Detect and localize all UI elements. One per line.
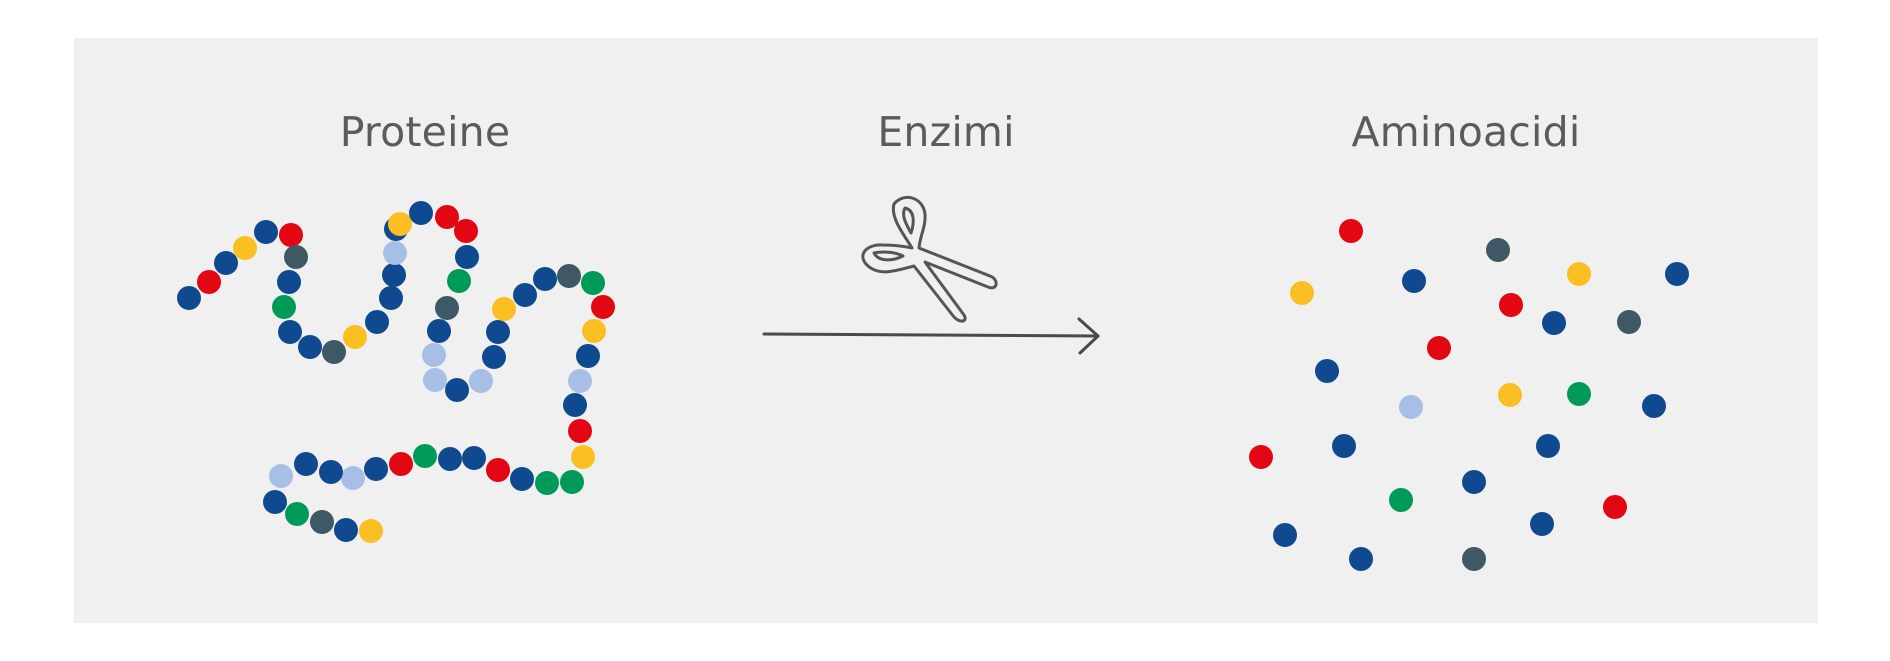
protein-residue <box>533 267 557 291</box>
protein-residue <box>427 319 451 343</box>
scissors-icon <box>861 195 998 323</box>
protein-residue <box>359 519 383 543</box>
protein-residue <box>233 236 257 260</box>
proteins-label: Proteine <box>339 108 511 156</box>
protein-residue <box>322 340 346 364</box>
protein-residue <box>469 369 493 393</box>
protein-residue <box>576 344 600 368</box>
protein-residue <box>462 446 486 470</box>
protein-residue <box>214 251 238 275</box>
amino-acid <box>1567 262 1591 286</box>
protein-residue <box>319 460 343 484</box>
protein-residue <box>285 502 309 526</box>
amino-acid <box>1290 281 1314 305</box>
protein-residue <box>343 325 367 349</box>
protein-residue <box>445 378 469 402</box>
protein-residue <box>455 245 479 269</box>
protein-residue <box>409 201 433 225</box>
protein-residue <box>563 393 587 417</box>
protein-residue <box>263 490 287 514</box>
protein-residue <box>365 310 389 334</box>
protein-residue <box>364 457 388 481</box>
protein-residue <box>388 212 412 236</box>
amino-acid <box>1642 394 1666 418</box>
protein-chain <box>177 201 615 543</box>
amino-acid <box>1462 470 1486 494</box>
protein-residue <box>492 297 516 321</box>
protein-residue <box>279 223 303 247</box>
amino-acid <box>1462 547 1486 571</box>
amino-acid <box>1332 434 1356 458</box>
protein-residue <box>413 444 437 468</box>
protein-residue <box>591 295 615 319</box>
amino-acid <box>1603 495 1627 519</box>
protein-residue <box>568 369 592 393</box>
protein-residue <box>447 269 471 293</box>
protein-residue <box>272 295 296 319</box>
protein-residue <box>568 419 592 443</box>
amino-acid <box>1542 311 1566 335</box>
protein-residue <box>557 264 581 288</box>
amino-acids-label: Aminoacidi <box>1351 108 1581 156</box>
protein-residue <box>278 320 302 344</box>
protein-residue <box>513 283 537 307</box>
amino-acid <box>1498 383 1522 407</box>
protein-residue <box>560 470 584 494</box>
protein-residue <box>423 368 447 392</box>
protein-residue <box>382 263 406 287</box>
protein-residue <box>269 464 293 488</box>
protein-residue <box>284 245 308 269</box>
amino-acid <box>1427 336 1451 360</box>
amino-acid <box>1315 359 1339 383</box>
amino-acid <box>1399 395 1423 419</box>
protein-residue <box>379 286 403 310</box>
protein-residue <box>197 270 221 294</box>
enzymes-label: Enzimi <box>877 108 1015 156</box>
protein-residue <box>535 471 559 495</box>
protein-residue <box>341 466 365 490</box>
amino-acid <box>1249 445 1273 469</box>
protein-residue <box>454 219 478 243</box>
protein-residue <box>482 345 506 369</box>
protein-residue <box>486 458 510 482</box>
protein-residue <box>571 445 595 469</box>
amino-acid <box>1273 523 1297 547</box>
amino-acid <box>1567 382 1591 406</box>
amino-acid <box>1389 488 1413 512</box>
protein-residue <box>435 205 459 229</box>
protein-residue <box>435 296 459 320</box>
amino-acid <box>1530 512 1554 536</box>
protein-residue <box>254 220 278 244</box>
protein-residue <box>582 319 606 343</box>
protein-residue <box>310 510 334 534</box>
protein-residue <box>277 270 301 294</box>
protein-residue <box>383 241 407 265</box>
protein-residue <box>389 452 413 476</box>
protein-residue <box>486 320 510 344</box>
amino-acid <box>1665 262 1689 286</box>
protein-residue <box>422 343 446 367</box>
amino-acid <box>1339 219 1363 243</box>
protein-residue <box>177 286 201 310</box>
arrow-right-icon <box>762 317 1100 355</box>
protein-residue <box>298 335 322 359</box>
protein-residue <box>581 271 605 295</box>
amino-acid <box>1402 269 1426 293</box>
amino-acid <box>1617 310 1641 334</box>
protein-residue <box>294 452 318 476</box>
protein-residue <box>438 447 462 471</box>
protein-residue <box>510 467 534 491</box>
amino-acid <box>1486 238 1510 262</box>
free-amino-acids <box>1249 219 1689 571</box>
amino-acid <box>1536 434 1560 458</box>
amino-acid <box>1499 293 1523 317</box>
protein-residue <box>334 518 358 542</box>
amino-acid <box>1349 547 1373 571</box>
